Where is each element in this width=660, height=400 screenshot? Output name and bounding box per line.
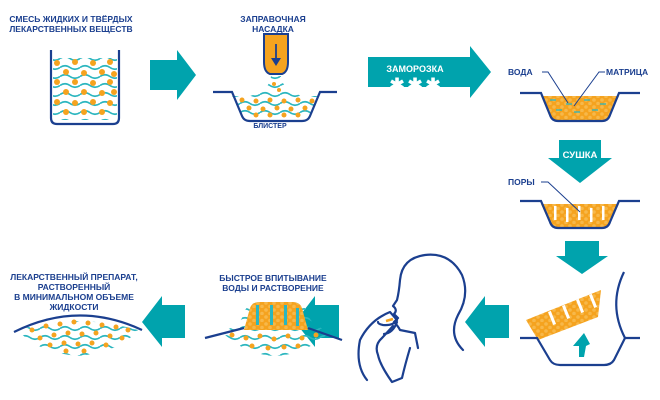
callout-matrix-line [573,71,605,107]
dissolved-liquid [13,314,143,356]
callout-water-label: ВОДА [508,67,533,77]
dry-arrow: СУШКА [548,140,612,183]
filling-nozzle [250,33,302,96]
step-absorb-label: БЫСТРОЕ ВПИТЫВАНИЕ ВОДЫ И РАСТВОРЕНИЕ [219,273,327,293]
freeze-label: ЗАМОРОЗКА [386,64,444,74]
blister-filled [213,90,337,123]
tablet-popout [520,271,640,367]
arrow-right-1 [150,50,196,100]
arrow-left-3 [465,296,509,347]
dry-label: СУШКА [563,150,598,161]
snowflake-icon: ✱ [389,75,404,95]
beaker-particles [54,59,117,115]
arrow-left-5 [142,296,185,347]
blister-label: БЛИСТЕР [253,123,287,130]
callout-matrix-label: МАТРИЦА [606,67,649,77]
snowflake-icon: ✱ [425,75,440,95]
arrow-down-2 [556,241,608,274]
dissolving-tablet [204,302,343,356]
beaker-outline [49,50,121,126]
callout-water-line [542,71,569,104]
dried-blister [520,181,640,230]
step-fill-label: ЗАПРАВОЧНАЯ НАСАДКА [240,14,306,34]
freeze-arrow: ЗАМОРОЗКА ✱ ✱ ✱ [368,46,491,98]
callout-pores-line [541,181,581,213]
push-arrow-icon [573,333,590,357]
callout-pores-label: ПОРЫ [508,177,535,187]
snowflake-icon: ✱ [407,75,422,95]
step-dissolved-label: ЛЕКАРСТВЕННЫЙ ПРЕПАРАТ, РАСТВОРЕННЫЙ В М… [10,272,138,312]
person-taking-tablet-icon [357,253,467,384]
frozen-blister [520,71,640,123]
beaker [49,50,121,126]
tablet-icon [385,317,394,323]
step-mix-label: СМЕСЬ ЖИДКИХ И ТВЁРДЫХ ЛЕКАРСТВЕННЫХ ВЕЩ… [9,14,133,34]
